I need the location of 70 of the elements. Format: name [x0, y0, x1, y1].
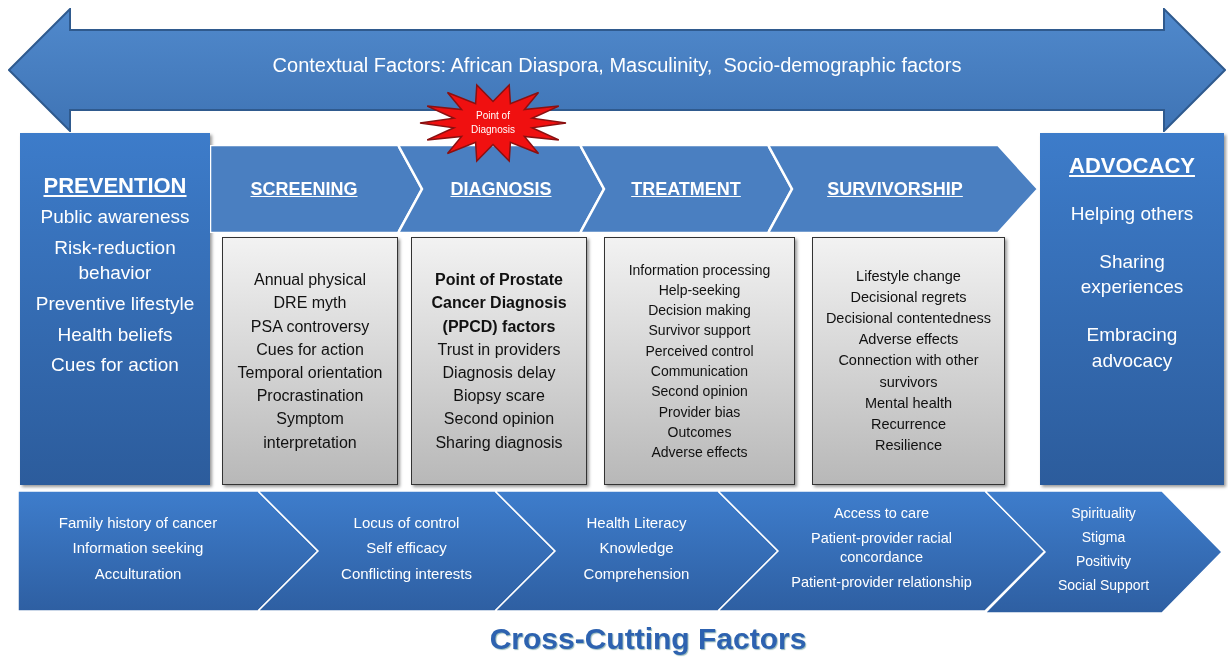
- factor-text: Adverse effects: [858, 330, 959, 350]
- factor-text: DRE myth: [273, 293, 347, 314]
- factor-text: Trust in providers: [437, 339, 561, 360]
- stage-panel: [1040, 133, 1224, 485]
- caption: Cross-Cutting Factors: [488, 622, 808, 656]
- factor-text: Information seeking: [72, 538, 204, 558]
- factor-text: Stigma: [1081, 527, 1126, 546]
- factor-text: Cues for action: [256, 339, 364, 360]
- factor-text: Annual physical: [253, 270, 367, 291]
- stage-panel: [20, 133, 210, 485]
- factor-text: Self efficacy: [366, 538, 447, 558]
- factor-heading: Point of Prostate Cancer Diagnosis (PPCD) factors: [430, 270, 568, 337]
- factor-text: Locus of control: [353, 512, 460, 533]
- factor-text: Conflicting interests: [341, 563, 472, 584]
- factor-text: Comprehension: [583, 563, 690, 584]
- factor-text: Risk-reduction behavior: [53, 235, 177, 286]
- factor-text: Access to care: [833, 504, 930, 524]
- stage-heading: DIAGNOSIS: [450, 178, 552, 200]
- factor-text: Acculturation: [94, 563, 182, 584]
- factor-text: Information processing: [628, 260, 771, 280]
- factor-panel: [222, 237, 398, 485]
- factor-text: Positivity: [1075, 552, 1132, 571]
- factor-text: Symptom interpretation: [262, 409, 358, 453]
- factor-text: Patient-provider relationship: [791, 572, 972, 592]
- stage-heading: SCREENING: [250, 178, 358, 200]
- factor-text: Family history of cancer: [58, 512, 218, 533]
- factor-text: Provider bias: [658, 402, 741, 422]
- factor-text: Mental health: [864, 393, 953, 413]
- factor-text: Embracing advocacy: [1085, 322, 1179, 373]
- factor-text: Lifestyle change: [856, 267, 961, 287]
- stage-heading: SURVIVORSHIP: [827, 178, 963, 200]
- factor-panel: [812, 237, 1005, 485]
- factor-text: Decision making: [648, 301, 751, 321]
- factor-text: Resilience: [875, 435, 942, 455]
- factor-text: Helping others: [1069, 202, 1195, 226]
- stage-heading: PREVENTION: [43, 173, 187, 199]
- factor-text: Recurrence: [871, 414, 946, 434]
- factor-text: Sharing experiences: [1079, 249, 1185, 300]
- factor-text: Procrastination: [256, 386, 364, 407]
- factor-text: Temporal orientation: [237, 363, 383, 383]
- stage-heading: ADVOCACY: [1069, 153, 1195, 179]
- factor-text: Adverse effects: [651, 443, 748, 463]
- factor-text: Health beliefs: [56, 322, 174, 347]
- factor-text: Outcomes: [667, 422, 732, 442]
- factor-text: Second opinion: [651, 382, 748, 402]
- factor-text: Public awareness: [39, 205, 191, 229]
- factor-text: Help-seeking: [658, 280, 741, 300]
- burst-label: Point of Diagnosis: [470, 109, 516, 137]
- factor-text: PSA controversy: [250, 316, 370, 337]
- factor-text: Social Support: [1057, 576, 1150, 595]
- factor-panel: [604, 237, 795, 485]
- stage-heading: TREATMENT: [631, 178, 741, 200]
- factor-text: Decisional contentedness: [825, 309, 992, 329]
- factor-text: Perceived control: [645, 341, 754, 361]
- factor-text: Connection with other survivors: [837, 351, 980, 392]
- factor-text: Diagnosis delay: [442, 363, 556, 383]
- factor-text: Decisional regrets: [850, 288, 967, 308]
- factor-text: Cues for action: [50, 353, 180, 378]
- factor-text: Sharing diagnosis: [435, 432, 563, 453]
- factor-text: Spirituality: [1071, 503, 1136, 522]
- factor-panel: [411, 237, 587, 485]
- factor-text: Knowledge: [599, 538, 674, 558]
- factor-text: Second opinion: [443, 409, 555, 430]
- factor-text: Biopsy scare: [453, 386, 545, 407]
- factor-text: Survivor support: [648, 321, 751, 341]
- factor-text: Preventive lifestyle: [34, 291, 196, 316]
- factor-text: Health Literacy: [586, 512, 687, 533]
- factor-text: Patient-provider racial concordance: [809, 529, 953, 567]
- factor-text: Communication: [650, 362, 749, 381]
- banner-text: Contextual Factors: African Diaspora, Masculinity, Socio-demographic factors: [272, 53, 962, 77]
